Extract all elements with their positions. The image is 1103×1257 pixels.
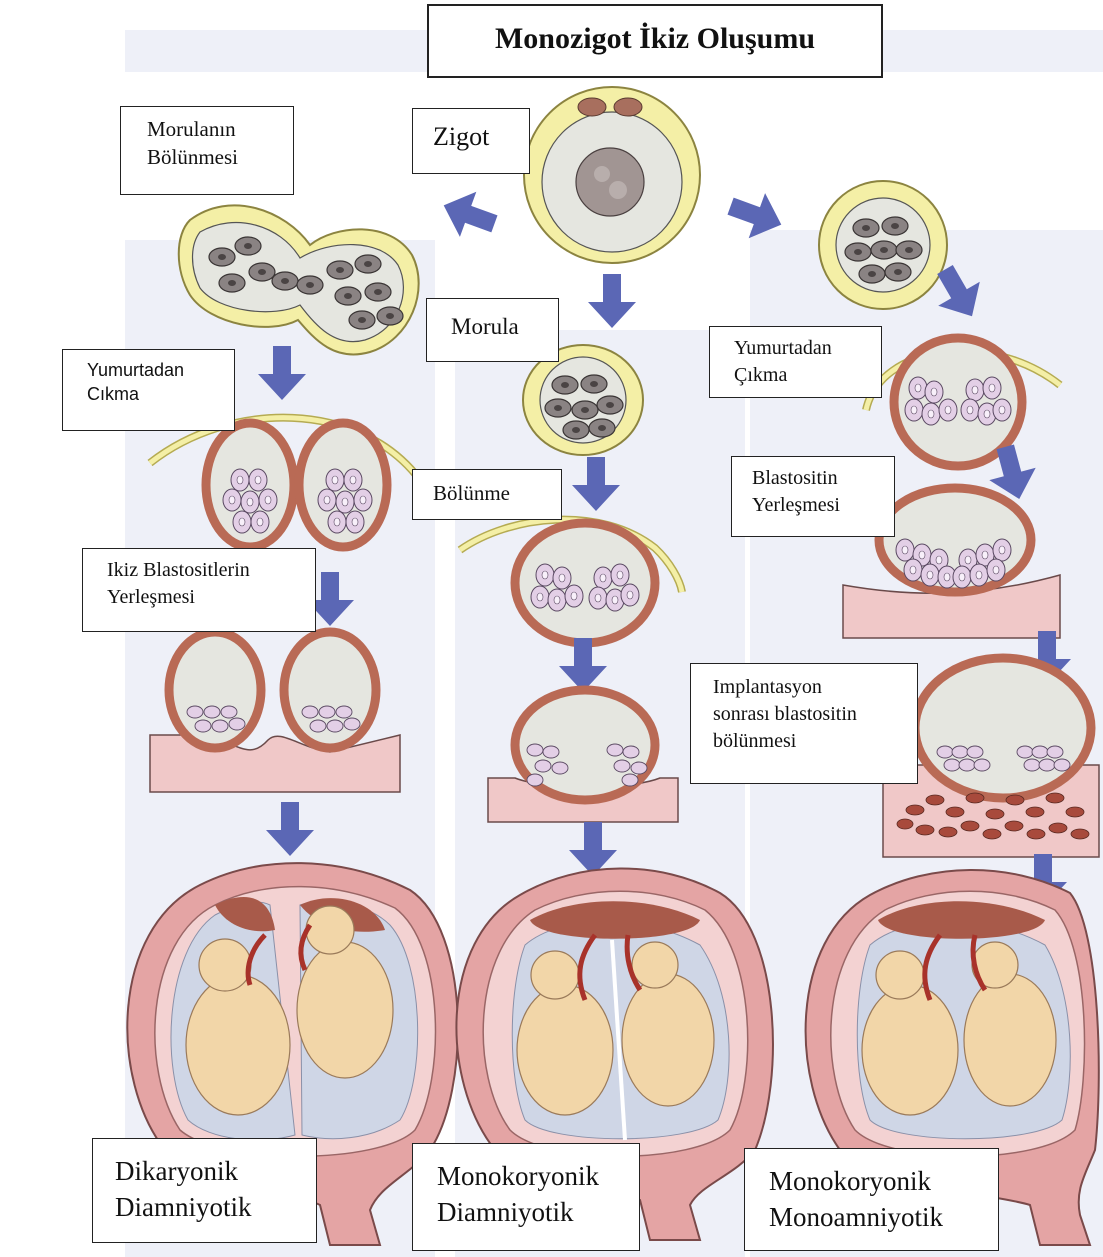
label-morula: Morula [426, 298, 559, 362]
arrow-icon [588, 274, 636, 328]
arrow-icon [435, 183, 502, 247]
outcome-right: Monokoryonik Monoamniyotik [744, 1148, 999, 1251]
diagram-title: Monozigot İkiz Oluşumu [427, 4, 883, 78]
zygote-illustration [524, 87, 700, 263]
label-morula-division: Morulanın Bölünmesi [120, 106, 294, 195]
label-post-implantation-division: Implantasyon sonrası blastositin bölünme… [690, 663, 918, 784]
outcome-left: Dikaryonik Diamniyotik [92, 1138, 317, 1243]
label-zigot: Zigot [412, 108, 530, 174]
outcome-middle: Monokoryonik Diamniyotik [412, 1143, 640, 1251]
label-blastocyst-implantation: Blastositin Yerleşmesi [731, 456, 895, 537]
label-hatching-right: Yumurtadan Çıkma [709, 326, 882, 398]
right-morula-illustration [819, 181, 947, 309]
label-hatching-left: Yumurtadan Cıkma [62, 349, 235, 431]
label-division: Bölünme [412, 469, 562, 520]
label-twin-blastocyst-implantation: Ikiz Blastositlerin Yerleşmesi [82, 548, 316, 632]
